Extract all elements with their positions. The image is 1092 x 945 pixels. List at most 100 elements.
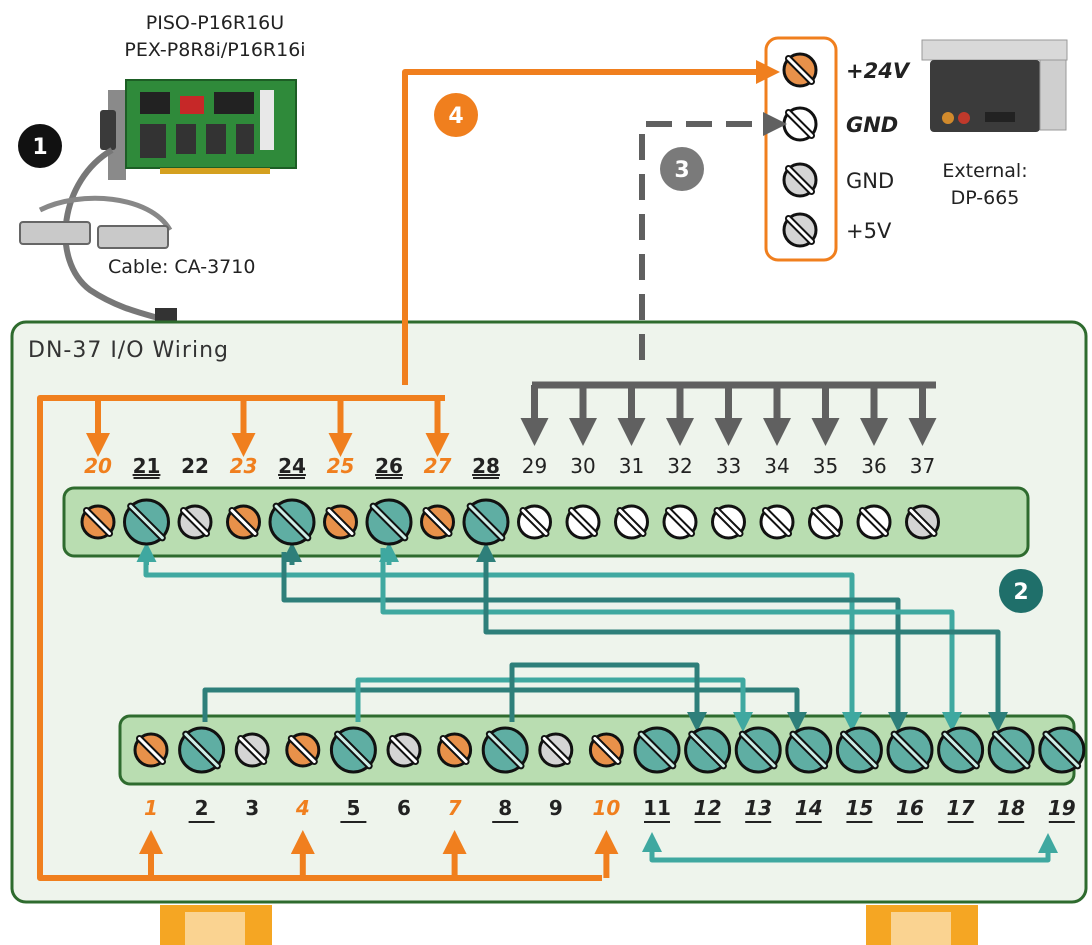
bottom-pin-screw-6	[386, 732, 422, 768]
top-pin-label-23: 23	[230, 454, 258, 478]
bottom-pin-screw-13	[734, 726, 782, 774]
bottom-pin-label-11: 11	[643, 796, 671, 820]
top-pin-label-28: 28	[472, 454, 500, 478]
bottom-pin-label-1: 1	[144, 796, 158, 820]
top-pin-screw-37	[905, 504, 940, 540]
power-screw-1	[782, 52, 818, 88]
bottom-pin-label-2: 2	[195, 796, 209, 820]
cable-label: Cable: CA-3710	[108, 256, 255, 278]
top-pin-label-26: 26	[375, 454, 403, 478]
top-pin-label-27: 27	[424, 454, 452, 478]
top-pin-screw-20	[80, 504, 116, 540]
board-feet	[160, 905, 978, 945]
bottom-pin-label-8: 8	[498, 796, 512, 820]
top-pin-screw-26	[365, 498, 413, 546]
top-pin-screw-30	[565, 504, 601, 540]
bottom-pin-label-14: 14	[795, 796, 823, 820]
top-pin-screw-33	[711, 504, 746, 540]
bottom-pin-screw-14	[785, 726, 833, 774]
step-4-number: 4	[448, 104, 463, 129]
top-pin-label-34: 34	[764, 454, 789, 478]
bottom-pin-label-17: 17	[947, 796, 975, 820]
top-pin-screw-27	[420, 504, 455, 540]
top-pin-screw-35	[808, 504, 843, 540]
top-pin-screw-36	[856, 504, 892, 540]
power-terminal-label-4: +5V	[846, 219, 892, 243]
step-2-badge: 2	[999, 569, 1043, 613]
top-pin-label-37: 37	[910, 454, 935, 478]
step-3-badge: 3	[660, 147, 704, 191]
bottom-pin-label-4: 4	[295, 796, 310, 820]
bottom-pin-screw-10	[588, 732, 624, 768]
step-3-number: 3	[674, 158, 689, 183]
power-terminal-label-2: GND	[846, 113, 898, 137]
top-pin-screw-32	[662, 504, 698, 540]
wire-24v-feed	[402, 60, 780, 385]
step-1-number: 1	[32, 135, 47, 160]
top-pin-screw-28	[462, 498, 510, 546]
bottom-pin-screw-9	[538, 732, 574, 768]
bottom-pin-screw-1	[133, 732, 169, 768]
top-pin-label-35: 35	[813, 454, 838, 478]
top-pin-screw-25	[323, 504, 358, 540]
bottom-pin-label-18: 18	[997, 796, 1025, 820]
bottom-pin-label-6: 6	[397, 796, 411, 820]
step-4-badge: 4	[434, 93, 478, 137]
bottom-pin-label-9: 9	[549, 796, 563, 820]
top-pin-label-36: 36	[861, 454, 886, 478]
bottom-pin-screw-11	[633, 726, 681, 774]
bottom-pin-label-16: 16	[896, 796, 924, 820]
power-terminal-label-3: GND	[846, 169, 894, 193]
top-pin-label-32: 32	[667, 454, 692, 478]
power-screw-4	[782, 212, 818, 248]
wire-8-12	[509, 662, 707, 732]
top-pin-screw-23	[226, 504, 261, 540]
top-pin-screw-29	[517, 504, 552, 540]
top-pin-label-22: 22	[181, 454, 209, 478]
wiring-lines	[37, 60, 1058, 881]
top-pin-label-29: 29	[522, 454, 547, 478]
cable-image	[19, 147, 177, 334]
bottom-pin-label-5: 5	[346, 796, 360, 820]
power-screw-3	[782, 162, 818, 198]
bottom-pin-screw-19	[1038, 726, 1086, 774]
bottom-pin-label-10: 10	[592, 796, 620, 820]
bottom-pin-screw-5	[329, 726, 377, 774]
bottom-pin-label-12: 12	[694, 796, 722, 820]
bottom-pin-screw-16	[886, 726, 934, 774]
bottom-pin-screw-8	[481, 726, 529, 774]
board-title: DN-37 I/O Wiring	[28, 338, 229, 363]
top-pin-label-33: 33	[716, 454, 741, 478]
top-pin-label-21: 21	[133, 454, 161, 478]
wire-24-16	[281, 552, 908, 732]
power-terminal-label-1: +24V	[846, 59, 911, 83]
bottom-pin-label-3: 3	[245, 796, 259, 820]
top-pin-screw-21	[123, 498, 170, 546]
pci-card-image	[100, 79, 297, 180]
bottom-pin-screw-12	[684, 726, 732, 774]
card-model-line2: PEX-P8R8i/P16R16i	[124, 39, 305, 61]
wire-gnd-dashed	[639, 112, 787, 360]
bottom-pin-screw-17	[937, 726, 985, 774]
step-1-badge: 1	[18, 124, 62, 168]
bottom-pin-label-19: 19	[1048, 796, 1076, 820]
top-pin-screw-24	[268, 498, 316, 546]
wire-26-17	[380, 548, 962, 732]
power-terminal-screws	[782, 52, 818, 248]
bottom-pin-label-7: 7	[448, 796, 462, 820]
top-pin-label-31: 31	[619, 454, 644, 478]
top-pin-label-30: 30	[570, 454, 595, 478]
bottom-pin-label-15: 15	[845, 796, 873, 820]
external-label-line2: DP-665	[951, 187, 1020, 209]
top-terminal-screws	[80, 498, 940, 546]
wire-28-18	[483, 548, 1008, 732]
step-2-number: 2	[1013, 580, 1028, 605]
bottom-pin-label-13: 13	[744, 796, 772, 820]
power-screw-2	[782, 106, 818, 142]
top-pin-screw-34	[759, 504, 795, 540]
power-terminal-block	[764, 36, 838, 262]
top-pin-label-25: 25	[327, 454, 355, 478]
bottom-pin-screw-4	[285, 732, 321, 768]
